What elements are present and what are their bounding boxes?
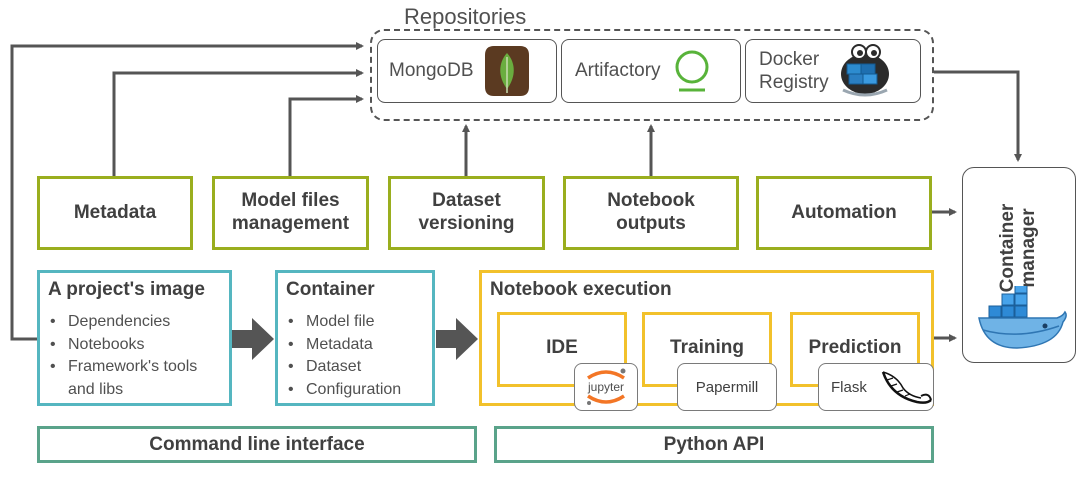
ide-label: IDE <box>546 337 578 358</box>
container-box: Container Model file Metadata Dataset Co… <box>275 270 435 406</box>
repo-mongodb: MongoDB <box>377 39 557 103</box>
cli-label: Command line interface <box>149 433 365 455</box>
project-image-title: A project's image <box>48 279 205 300</box>
arrow-metadata-to-repos <box>112 69 364 176</box>
prediction-label: Prediction <box>808 337 902 358</box>
repo-docker-registry: Docker Registry <box>745 39 921 103</box>
container-manager-box: Container manager <box>962 167 1076 363</box>
artifactory-ring-icon <box>675 50 709 92</box>
dataset-label-line1: Dataset <box>432 190 501 212</box>
training-label: Training <box>670 337 744 358</box>
repo-mongodb-label: MongoDB <box>389 60 474 81</box>
model-files-label-line1: Model files <box>241 190 340 212</box>
flask-tag: Flask <box>818 363 934 411</box>
python-api-bar: Python API <box>494 426 934 463</box>
arrow-image-to-repos <box>10 42 364 341</box>
notebook-label-line1: Notebook <box>607 190 695 212</box>
arrow-repos-to-container-manager <box>934 70 1022 162</box>
container-title: Container <box>286 279 375 300</box>
metadata-label: Metadata <box>73 201 157 223</box>
mongodb-leaf-icon <box>484 46 529 96</box>
notebook-label-line2: outputs <box>616 213 686 234</box>
repositories-title: Repositories <box>404 4 527 29</box>
model-files-label-line2: management <box>231 213 350 234</box>
command-line-interface-bar: Command line interface <box>37 426 477 463</box>
jupyter-icon: jupyter <box>587 368 626 405</box>
model-files-box: Model files management <box>212 176 369 250</box>
notebook-outputs-box: Notebook outputs <box>563 176 739 250</box>
metadata-box: Metadata <box>37 176 193 250</box>
docker-registry-icon <box>840 44 889 97</box>
bullet-item: Framework's tools <box>48 356 197 379</box>
repo-artifactory: Artifactory <box>561 39 741 103</box>
repo-artifactory-label: Artifactory <box>575 60 661 81</box>
jupyter-tag: jupyter <box>574 363 638 411</box>
papermill-label: Papermill <box>695 378 759 396</box>
repo-docker-label-line1: Docker <box>759 49 820 70</box>
papermill-tag: Papermill <box>677 363 777 411</box>
automation-box: Automation <box>756 176 932 250</box>
flask-label: Flask <box>831 378 867 396</box>
block-arrow-container-to-execution <box>436 318 478 360</box>
docker-whale-icon <box>978 286 1067 349</box>
notebook-execution-title: Notebook execution <box>490 279 672 300</box>
bullet-item: Notebooks <box>48 334 197 357</box>
container-manager-label-line1: Container <box>997 203 1019 293</box>
project-image-box: A project's image Dependencies Notebooks… <box>37 270 232 406</box>
dataset-versioning-box: Dataset versioning <box>388 176 545 250</box>
arrow-modelfiles-to-repos <box>288 95 364 176</box>
repositories-group <box>370 29 934 121</box>
block-arrow-image-to-container <box>232 318 274 360</box>
bullet-item: Configuration <box>286 379 401 402</box>
bullet-item: Dataset <box>286 356 401 379</box>
bullet-item: Dependencies <box>48 311 197 334</box>
python-api-label: Python API <box>663 433 765 455</box>
automation-label: Automation <box>791 201 897 223</box>
project-image-bullets: Dependencies Notebooks Framework's tools… <box>48 311 197 401</box>
bullet-item: Metadata <box>286 334 401 357</box>
container-manager-label-line2: manager <box>1018 208 1039 288</box>
repo-docker-label-line2: Registry <box>759 72 829 93</box>
bullet-continuation: and libs <box>68 380 124 398</box>
bullet-item: Model file <box>286 311 401 334</box>
bullet-item-continued: and libs <box>48 379 197 402</box>
dataset-label-line2: versioning <box>418 213 515 234</box>
container-bullets: Model file Metadata Dataset Configuratio… <box>286 311 401 401</box>
container-manager-label: Container manager <box>997 203 1040 293</box>
flask-horn-icon <box>881 371 932 404</box>
jupyter-label: jupyter <box>587 380 624 394</box>
